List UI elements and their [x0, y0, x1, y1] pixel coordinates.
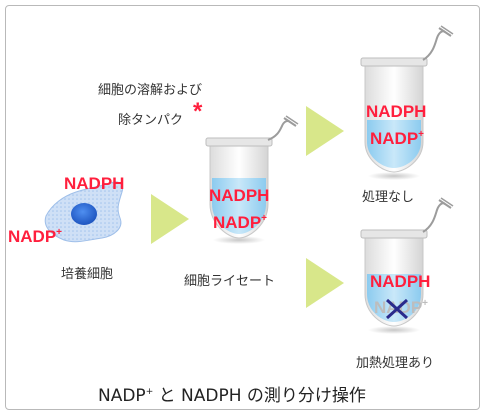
- lysate-nadp-label: NADP+: [213, 213, 268, 232]
- cell-nadph-label: NADPH: [64, 174, 125, 193]
- heated-label: 加熱処理あり: [356, 356, 435, 371]
- untreated-label: 処理なし: [362, 190, 415, 205]
- untreated-tube-icon: [360, 25, 454, 180]
- arrow-icon-to-untreated: [306, 106, 344, 156]
- heated-tube-icon: [360, 197, 454, 334]
- lysate-label: 細胞ライセート: [184, 274, 276, 289]
- caption: NADP+ と NADPH の測り分け操作: [98, 386, 366, 406]
- cultured-cell-icon: [44, 181, 123, 243]
- untreated-nadph-label: NADPH: [366, 102, 427, 121]
- diagram-frame: NADPH NADP+ 培養細胞 細胞の溶解および 除タンパク *: [5, 5, 480, 410]
- heated-nadph-label: NADPH: [370, 272, 431, 291]
- cell-nadp-label: NADP+: [8, 227, 63, 246]
- lysate-tube-icon: [205, 115, 299, 244]
- lysate-nadph-label: NADPH: [209, 186, 270, 205]
- arrow-icon-to-lysate: [151, 194, 189, 244]
- arrow-icon-to-heated: [306, 258, 344, 308]
- process-note-asterisk: *: [193, 98, 203, 125]
- cross-mark-icon: [385, 298, 409, 320]
- cell-label: 培養細胞: [61, 267, 114, 282]
- process-note-line1: 細胞の溶解および: [98, 83, 203, 98]
- process-note-line2: 除タンパク: [118, 113, 184, 128]
- untreated-nadp-label: NADP+: [370, 129, 425, 148]
